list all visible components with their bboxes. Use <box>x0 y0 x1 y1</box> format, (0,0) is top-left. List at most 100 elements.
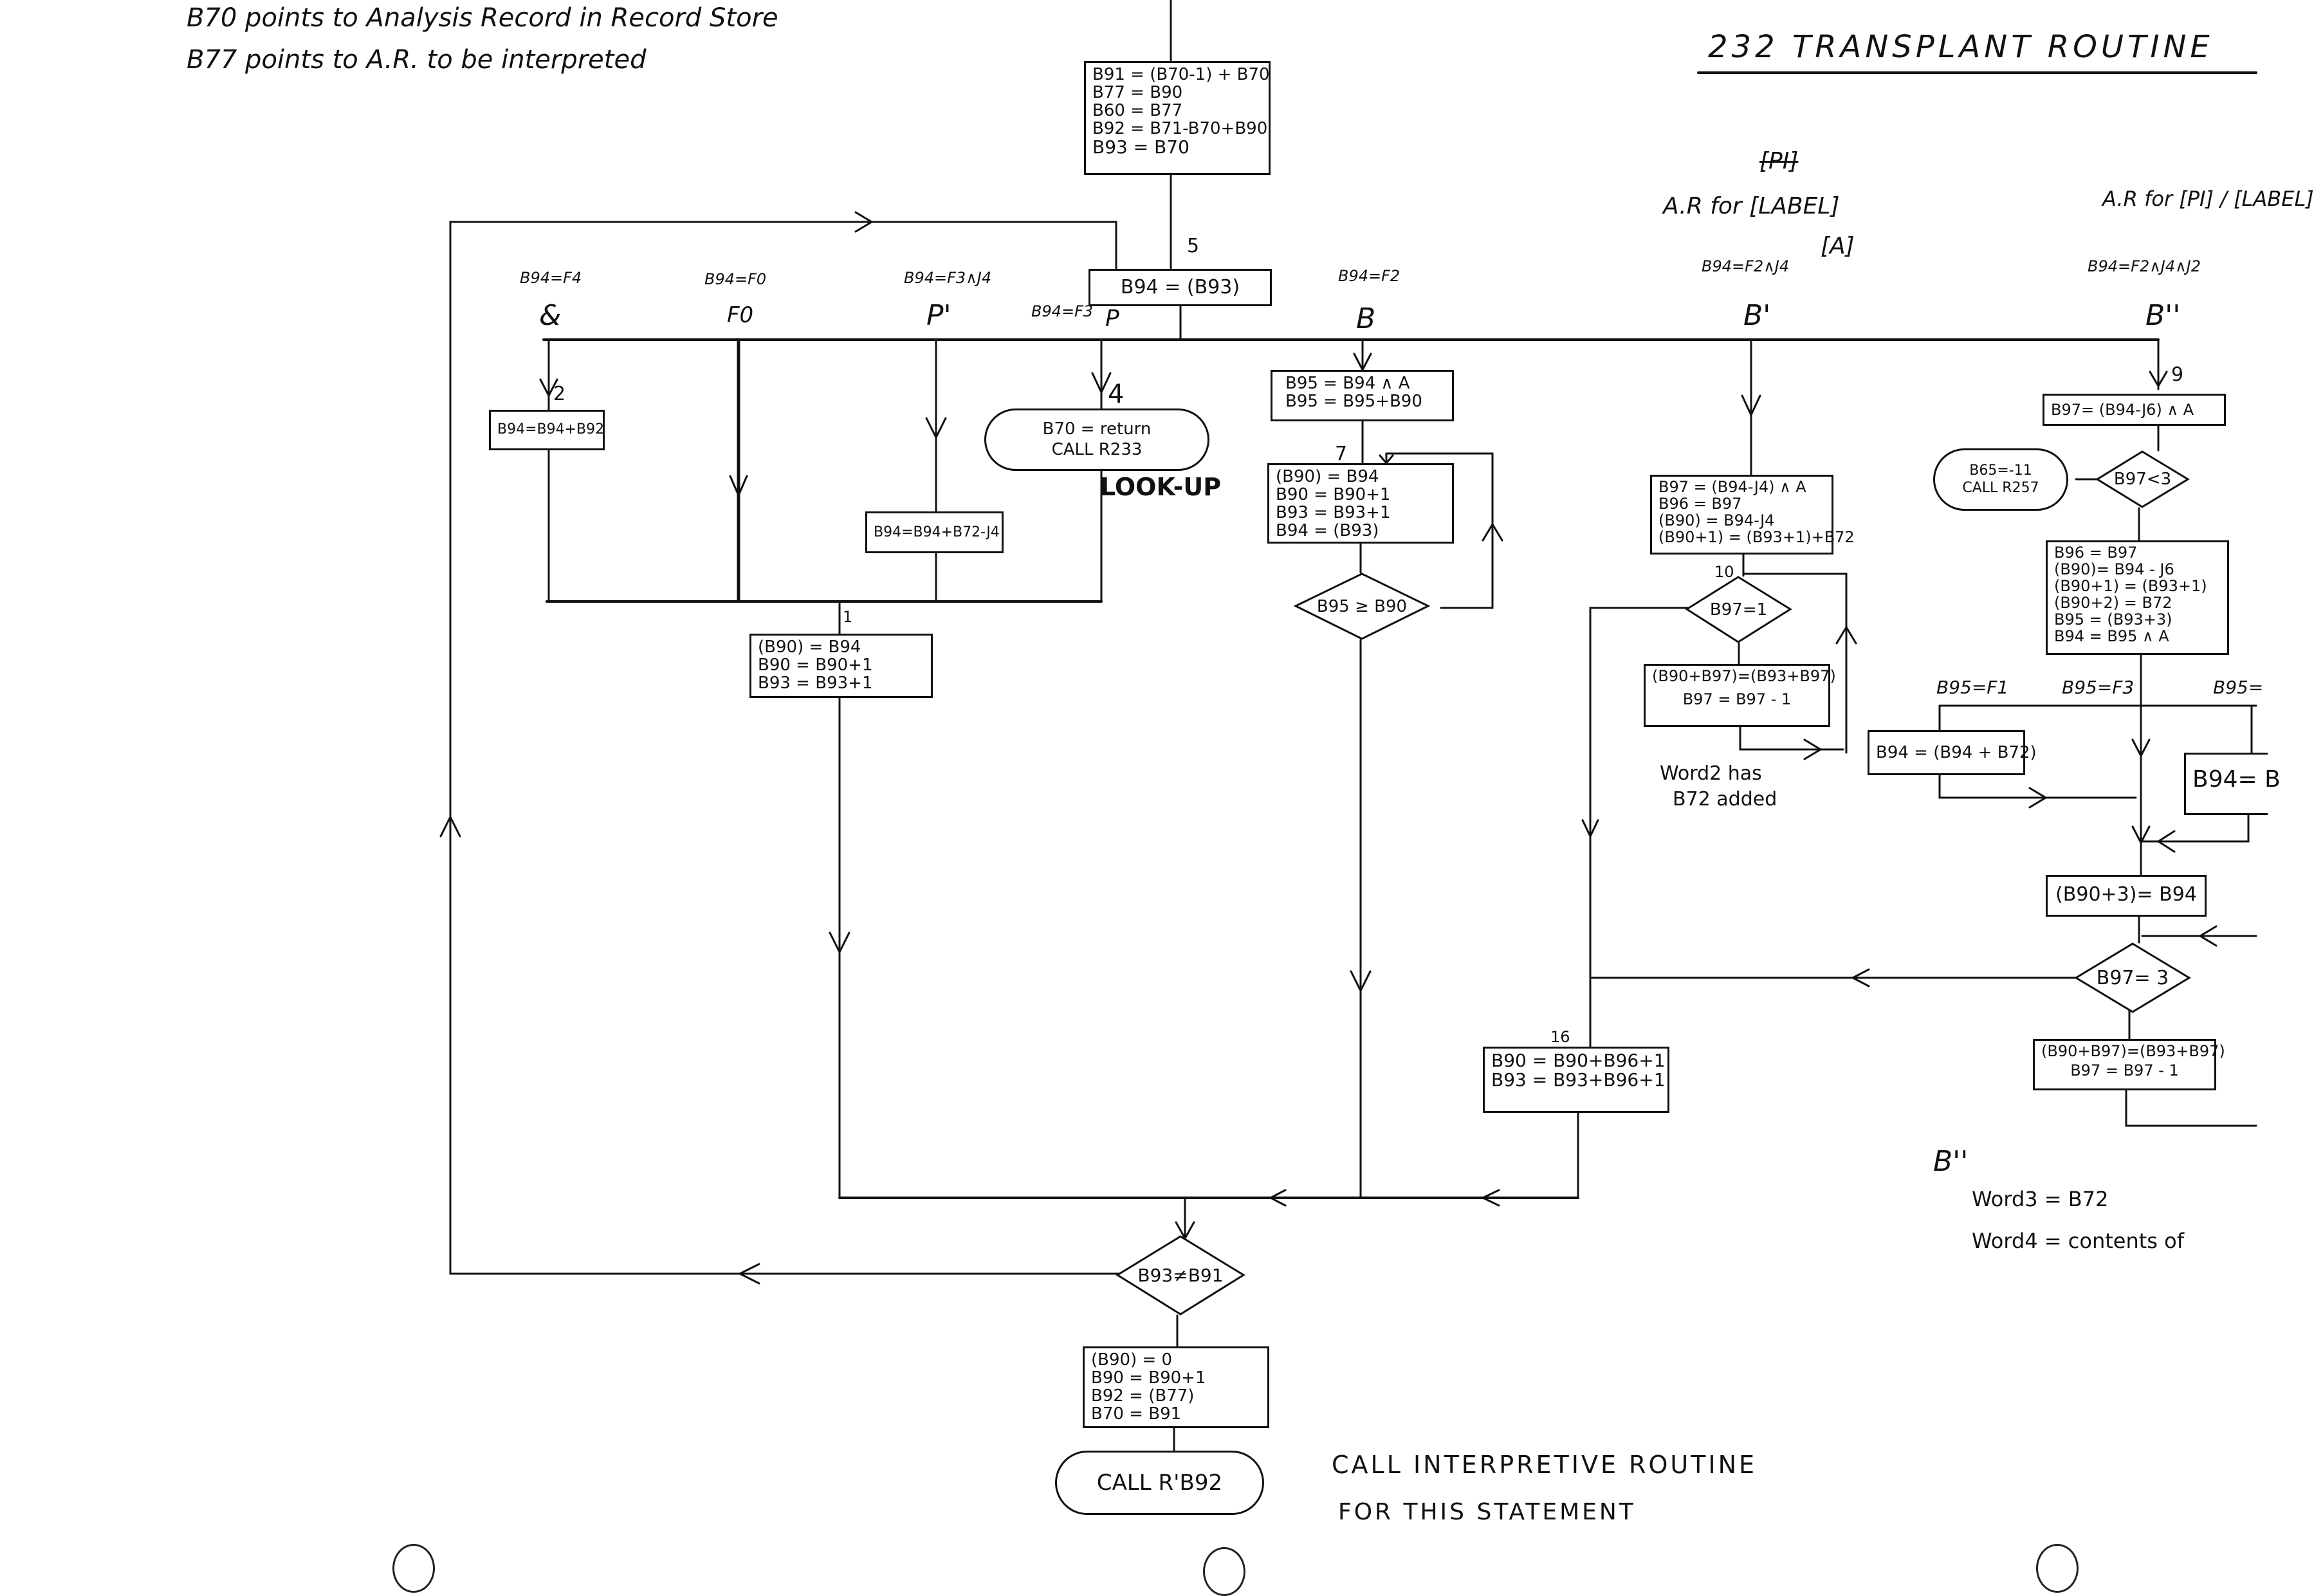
branch-label-pprime: P' <box>926 299 951 332</box>
branch-cond-amp: B94=F4 <box>520 269 582 287</box>
bprime-copy-line: (B90+B97)=(B93+B97) <box>1652 667 1836 685</box>
bprime-decision: B97=1 <box>1685 576 1792 643</box>
word2-note-2: B72 added <box>1673 788 1777 811</box>
branch-cond-p: B94=F3 <box>1031 302 1094 320</box>
bdp-init-line: (B90+1) = (B93+1) <box>2054 576 2207 595</box>
branch-cond-bdoubleprime: B94=F2∧J4∧J2 <box>2088 257 2201 275</box>
store-line: B90 = B90+1 <box>758 656 873 675</box>
note-b77: B77 points to A.R. to be interpreted <box>187 45 647 75</box>
bprime-copy-box: (B90+B97)=(B93+B97) B97 = B97 - 1 <box>1644 664 1836 727</box>
page-title: 232 TRANSPLANT ROUTINE <box>1708 29 2214 65</box>
amp-box: B94=B94+B92 <box>489 410 605 450</box>
init-line: B91 = (B70-1) + B70 <box>1092 65 1270 84</box>
interp-call-terminal: CALL R'B92 <box>1055 1451 1264 1515</box>
pprime-box: B94=B94+B72-J4 <box>865 511 1004 553</box>
bdp-init-box: B96 = B97 (B90)= B94 - J6 (B90+1) = (B93… <box>2046 540 2229 655</box>
bdp-f1-box: B94 = (B94 + B72) <box>1868 730 2037 775</box>
bdp-eq3-decision: B97= 3 <box>2074 942 2191 1013</box>
ar-for-label: A.R for [LABEL] <box>1663 193 1840 219</box>
ar-for-right: A.R for [PI] / [LABEL] <box>2102 187 2314 211</box>
decision-text: B93≠B91 <box>1137 1265 1224 1286</box>
b-mask-box: B95 = B94 ∧ A B95 = B95+B90 <box>1271 370 1454 421</box>
diamond-shape <box>1116 1235 1245 1316</box>
init-line: B60 = B77 <box>1092 101 1183 121</box>
b-loop-line: B94 = (B93) <box>1276 521 1379 541</box>
terminal-line: CALL R233 <box>1051 439 1143 459</box>
error-call-terminal: B65=-11 CALL R257 <box>1933 448 2068 511</box>
word3-note: Word3 = B72 <box>1972 1187 2109 1211</box>
branch-cond-f0: B94=F0 <box>704 270 767 288</box>
bprime-init-line: (B90+1) = (B93+1)+B72 <box>1658 527 1855 546</box>
b-mask-line: B95 = B95+B90 <box>1285 392 1422 412</box>
diamond-shape <box>2074 942 2191 1013</box>
fetch-box: B94 = (B93) <box>1088 269 1272 306</box>
step-5: 5 <box>1187 235 1200 257</box>
punch-hole <box>1203 1547 1245 1596</box>
bdp-copy-box: (B90+B97)=(B93+B97) B97 = B97 - 1 <box>2033 1039 2225 1090</box>
terminal-line: CALL R'B92 <box>1096 1469 1223 1496</box>
bdp-copy-line: B97 = B97 - 1 <box>2070 1061 2179 1079</box>
bdp-init-line: B95 = (B93+3) <box>2054 610 2172 628</box>
bprime-init-line: (B90) = B94-J4 <box>1658 511 1775 529</box>
init-line: B92 = B71-B70+B90 <box>1092 119 1268 139</box>
decision-text: B97=1 <box>1709 600 1768 619</box>
call-note-1: CALL INTERPRETIVE ROUTINE <box>1332 1451 1758 1479</box>
b-loop-box: (B90) = B94 B90 = B90+1 B93 = B93+1 B94 … <box>1267 463 1454 544</box>
bdp-init-line: (B90+2) = B72 <box>2054 593 2172 612</box>
step-7: 7 <box>1335 443 1348 465</box>
b16-box: B90 = B90+B96+1 B93 = B93+B96+1 <box>1483 1047 1669 1113</box>
bdp-right-box: B94= B <box>2184 753 2281 815</box>
b-loop-decision: B95 ≥ B90 <box>1293 573 1431 640</box>
diamond-shape <box>1685 576 1792 643</box>
b-loop-line: B90 = B90+1 <box>1276 485 1391 505</box>
note-b70: B70 points to Analysis Record in Record … <box>187 3 778 33</box>
step-1: 1 <box>843 608 853 626</box>
punch-hole <box>392 1544 435 1593</box>
branch-cond-pprime: B94=F3∧J4 <box>904 269 992 287</box>
terminal-line: B65=-11 <box>1969 463 2032 479</box>
decision-text: B97<3 <box>2113 470 2172 489</box>
bdp-mask-line: B97= (B94-J6) ∧ A <box>2051 401 2194 419</box>
branch-label-amp: & <box>539 299 562 332</box>
b16-line: B90 = B90+B96+1 <box>1491 1050 1666 1071</box>
bdp-f1-line: B94 = (B94 + B72) <box>1876 743 2037 762</box>
final-line: B92 = (B77) <box>1091 1386 1195 1406</box>
amp-line: B94=B94+B92 <box>497 421 605 437</box>
final-box: (B90) = 0 B90 = B90+1 B92 = (B77) B70 = … <box>1083 1346 1269 1428</box>
terminal-line: CALL R257 <box>1962 479 2039 496</box>
bprime-init-line: B97 = (B94-J4) ∧ A <box>1658 478 1806 496</box>
step-10: 10 <box>1714 563 1734 581</box>
pprime-line: B94=B94+B72-J4 <box>874 524 1000 540</box>
bprime-init-box: B97 = (B94-J4) ∧ A B96 = B97 (B90) = B94… <box>1650 475 1855 555</box>
sub-cond-f1: B95=F1 <box>1936 677 2009 698</box>
b16-line: B93 = B93+B96+1 <box>1491 1069 1666 1091</box>
bdp-store-line: (B90+3)= B94 <box>2055 883 2197 906</box>
bdp-copy-line: (B90+B97)=(B93+B97) <box>2041 1042 2225 1060</box>
branch-cond-bprime: B94=F2∧J4 <box>1702 257 1790 275</box>
init-line: B93 = B70 <box>1092 136 1189 158</box>
b-loop-line: (B90) = B94 <box>1276 467 1379 486</box>
step-4: 4 <box>1108 380 1125 409</box>
bdp-right-line: B94= B <box>2192 766 2281 793</box>
word4-note: Word4 = contents of <box>1972 1229 2184 1253</box>
ar-a: [A] <box>1821 233 1855 259</box>
lookup-call-terminal: B70 = return CALL R233 <box>984 408 1209 471</box>
bprime-copy-line: B97 = B97 - 1 <box>1682 690 1792 708</box>
decision-text: B95 ≥ B90 <box>1316 596 1408 616</box>
word2-note-1: Word2 has <box>1660 762 1762 785</box>
branch-label-b: B <box>1356 302 1376 335</box>
store-box: (B90) = B94 B90 = B90+1 B93 = B93+1 <box>749 634 933 698</box>
step-9: 9 <box>2171 363 2184 386</box>
store-line: (B90) = B94 <box>758 637 861 657</box>
branch-label-bdoubleprime: B'' <box>2145 299 2181 332</box>
step-2: 2 <box>553 383 566 405</box>
branch-cond-b: B94=F2 <box>1338 267 1400 285</box>
call-note-2: FOR THIS STATEMENT <box>1338 1499 1636 1525</box>
step-16: 16 <box>1550 1028 1570 1046</box>
bdp-lt3-decision: B97<3 <box>2095 450 2190 508</box>
final-line: B90 = B90+1 <box>1091 1368 1206 1388</box>
branch-label-bprime: B' <box>1743 299 1771 332</box>
sub-cond-f3: B95=F3 <box>2062 677 2135 698</box>
lookup-label: LOOK-UP <box>1100 473 1222 501</box>
bdp-init-line: B96 = B97 <box>2054 544 2138 562</box>
